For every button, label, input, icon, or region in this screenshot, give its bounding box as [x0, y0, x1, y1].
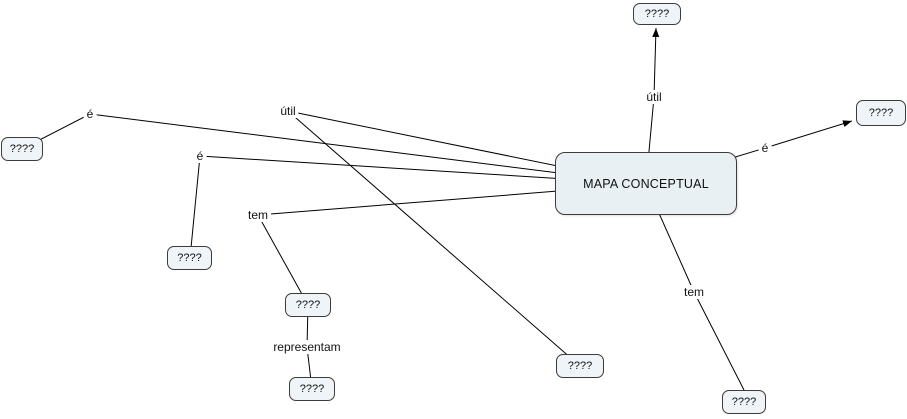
concept-node-diagonal[interactable]: ????	[556, 354, 604, 378]
link-label-tem-right[interactable]: tem	[680, 285, 708, 299]
edge-line	[89, 113, 647, 185]
concept-node-main[interactable]: MAPA CONCEPTUAL	[555, 152, 737, 215]
concept-node-top[interactable]: ????	[633, 3, 681, 25]
edge-line	[764, 120, 853, 149]
link-label-e-right[interactable]: é	[758, 141, 772, 155]
concept-node-right[interactable]: ????	[856, 100, 906, 126]
link-label-representam[interactable]: representam	[270, 340, 344, 354]
edge-line	[287, 110, 581, 367]
edge-line	[652, 27, 660, 98]
concept-node-bottom-right[interactable]: ????	[722, 390, 766, 414]
concept-node-tem-child[interactable]: ????	[285, 293, 331, 317]
link-label-util-top[interactable]: útil	[643, 90, 665, 104]
link-label-util-left[interactable]: útil	[277, 104, 299, 118]
link-label-tem-left[interactable]: tem	[244, 208, 272, 222]
link-label-e-left[interactable]: é	[83, 107, 97, 121]
concept-node-mid-left[interactable]: ????	[167, 246, 212, 270]
concept-node-representam-child[interactable]: ????	[289, 377, 335, 401]
edge-line	[189, 155, 201, 259]
link-label-e-mid[interactable]: é	[193, 149, 207, 163]
edge-line	[257, 214, 309, 306]
edge-line	[693, 291, 745, 391]
concept-node-left[interactable]: ????	[1, 137, 43, 161]
